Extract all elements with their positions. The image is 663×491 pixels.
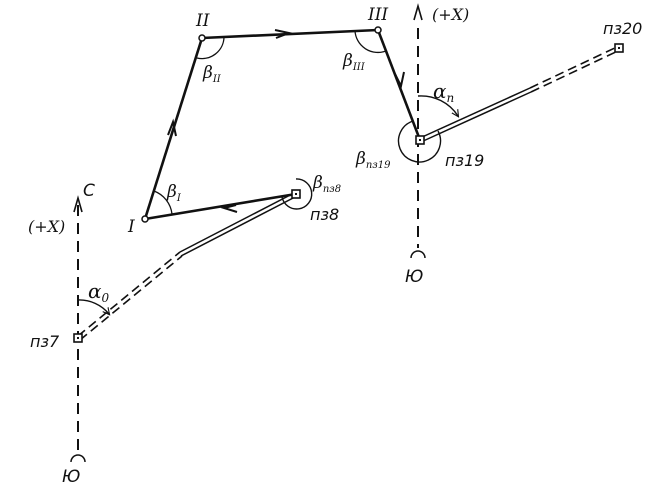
station-p38-label: пз8: [310, 205, 339, 224]
station-p38-dot: [295, 193, 297, 195]
base-line-left-dash-b: [79, 255, 183, 341]
leg-p38-i-arrow-icon: [220, 204, 238, 213]
beta1-label: βI: [166, 182, 182, 204]
x-axis-label-left: (+X): [28, 217, 65, 236]
base-line-left: [77, 191, 298, 341]
beta1-arc: [153, 190, 173, 215]
north-arrow-left-icon: [73, 195, 83, 213]
base-line-right-dash-a: [529, 45, 620, 89]
south-tick-left-icon: [70, 454, 86, 463]
base-line-right-solid-a: [419, 87, 531, 139]
alphan-arc: [417, 95, 458, 116]
station-p319-label: пз19: [445, 151, 484, 170]
station-p319-dot: [419, 139, 421, 141]
vertex-i-label: I: [127, 217, 135, 237]
beta2-label: βII: [202, 63, 222, 85]
station-p37-dot: [77, 337, 79, 339]
leg-p38-to-i: [144, 192, 297, 221]
traverse-legs: [143, 28, 422, 221]
beta319-arc: [397, 120, 442, 163]
base-line-left-solid-a: [179, 191, 297, 253]
leg-iii-to-p319: [376, 29, 422, 141]
vertex-ii-marker: [198, 34, 206, 42]
south-tick-right-icon: [410, 250, 426, 259]
leg-iii-p319-arrow-icon: [394, 71, 405, 89]
station-p320-label: пз20: [603, 19, 642, 38]
base-line-left-dash-a: [77, 251, 181, 337]
leg-i-ii-arrow-icon: [167, 118, 177, 137]
north-label-left: С: [83, 181, 95, 201]
leg-ii-iii-arrow-icon: [274, 29, 293, 39]
beta38-label: βпз8: [312, 173, 341, 195]
south-label-right: Ю: [405, 267, 423, 287]
vertex-i-marker: [141, 215, 149, 223]
base-line-left-solid-b: [180, 195, 298, 257]
meridian-left: [70, 195, 86, 463]
beta3-label: βIII: [342, 51, 366, 73]
station-p320-dot: [618, 47, 620, 49]
alpha0-label: α0: [88, 279, 110, 305]
station-markers: [73, 26, 624, 343]
beta2-arc: [196, 36, 225, 60]
angle-arcs: [77, 30, 458, 314]
vertex-iii-marker: [374, 26, 382, 34]
station-p37-label: пз7: [30, 332, 60, 351]
leg-ii-to-iii: [201, 28, 379, 40]
vertex-ii-label: II: [195, 11, 210, 31]
alphan-label: αn: [433, 79, 454, 105]
vertex-iii-label: III: [367, 5, 388, 25]
beta3-arc: [354, 30, 387, 54]
x-axis-label-right: (+X): [432, 5, 469, 24]
north-arrow-right-icon: [413, 3, 423, 21]
alpha0-arc: [77, 299, 109, 314]
base-line-right-dash-b: [530, 49, 621, 93]
south-label-left: Ю: [62, 467, 80, 487]
beta319-label: βпз19: [355, 149, 391, 171]
beta38-arc: [281, 178, 313, 210]
